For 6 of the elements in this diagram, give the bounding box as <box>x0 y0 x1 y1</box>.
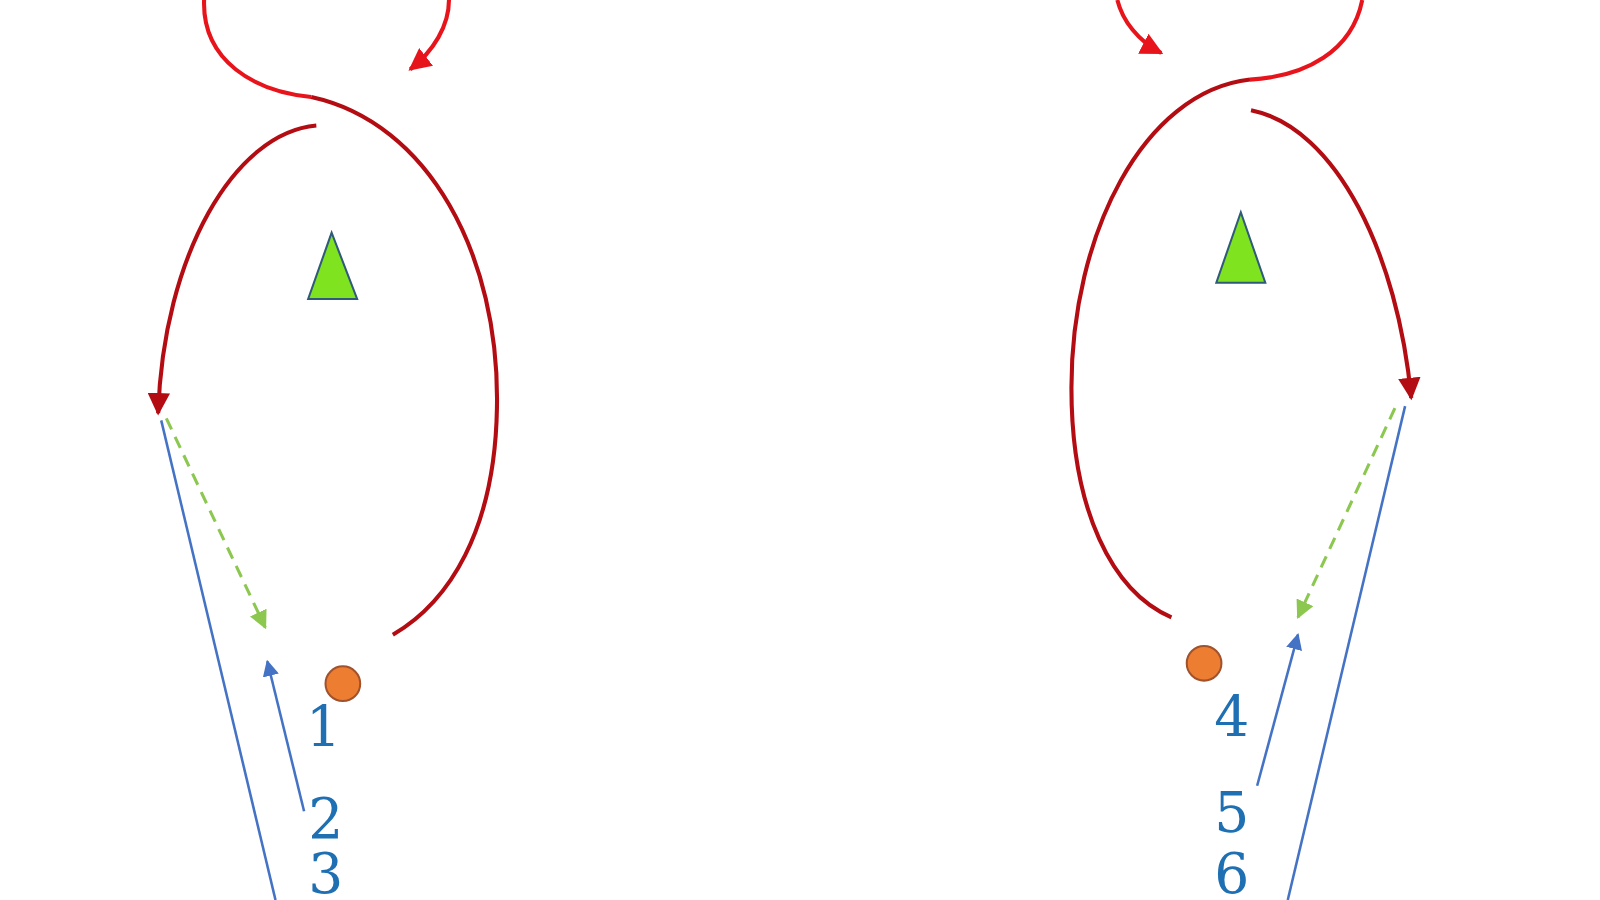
player-number: 2 <box>308 791 344 847</box>
player-number: 1 <box>306 700 342 756</box>
player-number: 5 <box>1214 785 1250 841</box>
player-number: 3 <box>308 846 344 900</box>
player-number: 4 <box>1214 689 1250 745</box>
player-number: 6 <box>1214 846 1250 900</box>
